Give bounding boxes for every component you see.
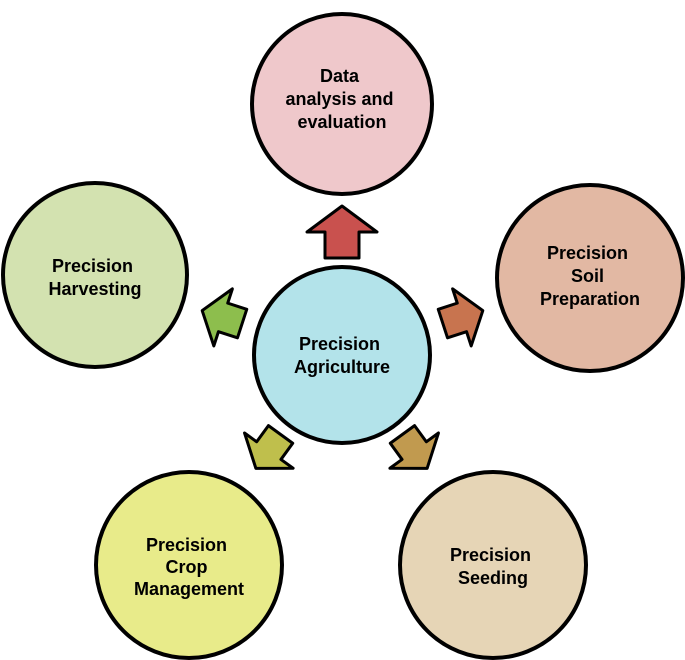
- node-circle-soil-preparation: [495, 183, 685, 373]
- node-data-analysis: Data analysis and evaluation: [250, 12, 434, 196]
- node-center: Precision Agriculture: [252, 265, 432, 445]
- node-harvesting: Precision Harvesting: [1, 181, 189, 369]
- node-label-seeding: Precision Seeding: [450, 545, 536, 588]
- node-label-soil-preparation: Precision Soil Preparation: [540, 243, 640, 309]
- node-soil-preparation: Precision Soil Preparation: [495, 183, 685, 373]
- node-circle-seeding: [398, 470, 588, 660]
- node-circle-data-analysis: [250, 12, 434, 196]
- arrow-shape: [436, 287, 485, 348]
- arrow-to-data-analysis: [305, 204, 379, 260]
- node-label-center: Precision Agriculture: [294, 334, 390, 377]
- arrow-to-soil-preparation: [436, 287, 485, 348]
- node-circle-crop-management: [94, 470, 284, 660]
- arrow-to-harvesting: [200, 287, 249, 348]
- arrow-to-seeding: [388, 424, 440, 470]
- node-circle-center: [252, 265, 432, 445]
- node-label-harvesting: Precision Harvesting: [48, 256, 141, 299]
- arrow-shape: [305, 204, 379, 260]
- arrow-shape: [388, 424, 440, 470]
- arrow-to-crop-management: [243, 424, 295, 470]
- node-label-data-analysis: Data analysis and evaluation: [285, 66, 398, 132]
- arrow-shape: [200, 287, 249, 348]
- node-crop-management: Precision Crop Management: [94, 470, 284, 660]
- node-label-crop-management: Precision Crop Management: [134, 535, 244, 599]
- node-seeding: Precision Seeding: [398, 470, 588, 660]
- node-circle-harvesting: [1, 181, 189, 369]
- arrow-shape: [243, 424, 295, 470]
